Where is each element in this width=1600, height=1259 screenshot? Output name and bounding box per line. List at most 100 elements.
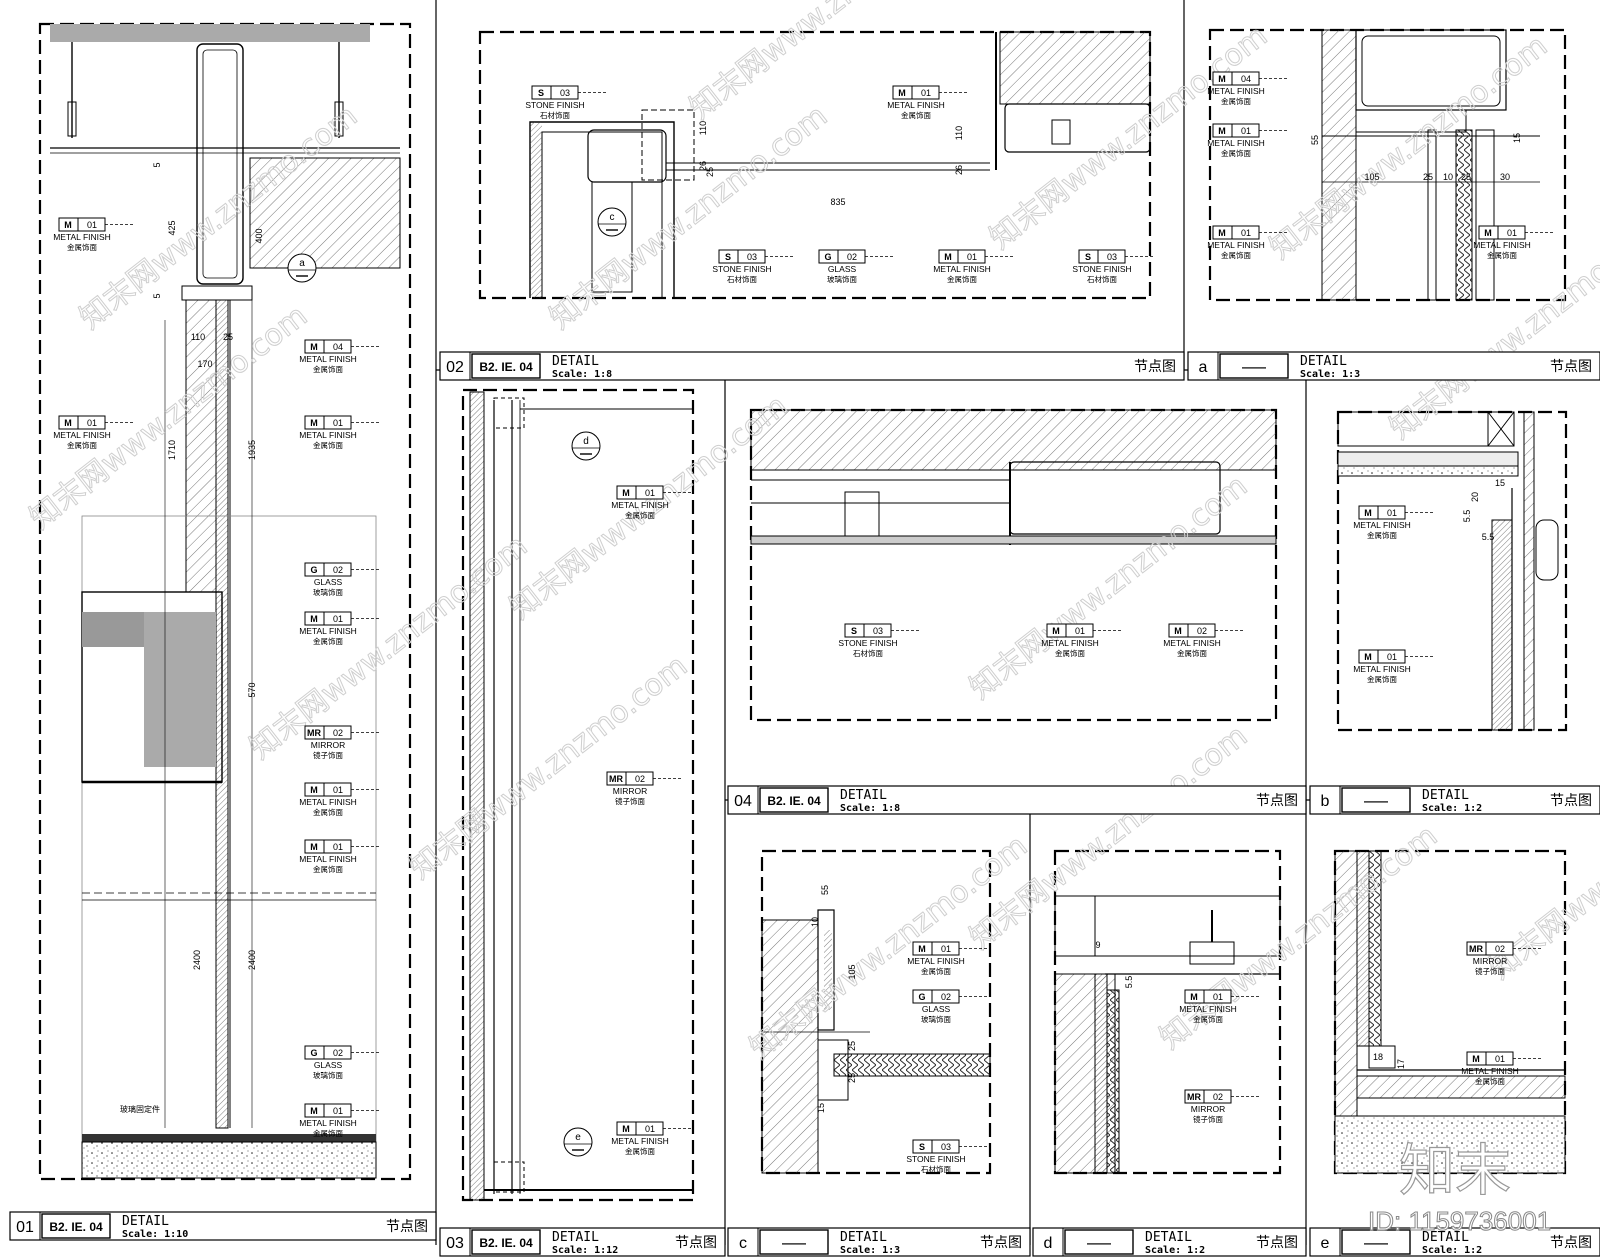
detail-01-drawing xyxy=(50,24,401,1179)
title-block-title: DETAIL xyxy=(840,1230,887,1245)
material-tag-code: S xyxy=(1085,252,1091,262)
material-tag-name-cn: 石材饰面 xyxy=(1087,274,1117,284)
title-block-number: d xyxy=(1044,1235,1053,1252)
material-tag-name: METAL FINISH xyxy=(1179,1004,1237,1014)
title-block-scale: Scale: 1:3 xyxy=(840,1245,900,1256)
material-tag-name: METAL FINISH xyxy=(611,500,669,510)
material-tag-name-cn: 玻璃饰面 xyxy=(313,1070,343,1080)
material-tag-code: M xyxy=(64,220,72,230)
material-tag-name: STONE FINISH xyxy=(906,1154,965,1164)
material-tag-number: 01 xyxy=(333,842,343,852)
material-tag-name: STONE FINISH xyxy=(525,100,584,110)
material-tag-name-cn: 镜子饰面 xyxy=(1193,1114,1223,1124)
drawing-note: 玻璃固定件 xyxy=(120,1104,160,1114)
material-tag-name-cn: 金属饰面 xyxy=(313,807,343,817)
dimension-text: 5.5 xyxy=(1482,532,1495,542)
title-block-cn: 节点图 xyxy=(1256,1235,1298,1251)
dimension-text: 110 xyxy=(954,126,964,140)
material-tag-name-cn: 金属饰面 xyxy=(1367,530,1397,540)
title-block-title: DETAIL xyxy=(122,1214,169,1229)
detail-b-drawing xyxy=(1337,411,1559,731)
material-tag-name: METAL FINISH xyxy=(1041,638,1099,648)
material-tag-number: 01 xyxy=(1241,126,1251,136)
title-block-number: 04 xyxy=(734,793,752,810)
material-tag-name: METAL FINISH xyxy=(907,956,965,966)
material-tag-code: M xyxy=(310,418,318,428)
dimension-text: 170 xyxy=(197,359,212,369)
dimension-text: 26 xyxy=(698,161,708,171)
dimension-text: 18 xyxy=(1373,1052,1383,1062)
title-block-cn: 节点图 xyxy=(675,1235,717,1251)
material-tag-code: M xyxy=(1174,626,1182,636)
material-tag-number: 01 xyxy=(333,1106,343,1116)
material-tag-code: G xyxy=(310,1048,317,1058)
material-tag-name-cn: 镜子饰面 xyxy=(615,796,645,806)
title-block-title: DETAIL xyxy=(1300,354,1347,369)
title-block-code: B2. IE. 04 xyxy=(49,1220,103,1234)
detail-03-drawing xyxy=(469,391,693,1201)
material-tag-name: METAL FINISH xyxy=(933,264,991,274)
material-tag-name-cn: 金属饰面 xyxy=(901,110,931,120)
title-block-title: DETAIL xyxy=(552,1230,599,1245)
material-tag-number: 01 xyxy=(921,88,931,98)
material-tag-name: STONE FINISH xyxy=(838,638,897,648)
material-tag-number: 04 xyxy=(333,342,343,352)
material-tag-name-cn: 金属饰面 xyxy=(67,440,97,450)
material-tag-code: MR xyxy=(609,774,623,784)
title-block-cn: 节点图 xyxy=(1550,359,1592,375)
title-block-code: B2. IE. 04 xyxy=(479,360,533,374)
material-tag-code: M xyxy=(310,842,318,852)
material-tag-name: METAL FINISH xyxy=(1353,664,1411,674)
material-tag-code: M xyxy=(1472,1054,1480,1064)
watermark-text: 知末网www.znzmo.com xyxy=(403,648,694,886)
material-tag-code: G xyxy=(824,252,831,262)
dimension-text: 55 xyxy=(1310,135,1320,145)
title-block-scale: Scale: 1:2 xyxy=(1422,803,1482,814)
material-tag-name: METAL FINISH xyxy=(299,354,357,364)
material-tag-number: 02 xyxy=(1197,626,1207,636)
material-tag-name: METAL FINISH xyxy=(1207,138,1265,148)
dimension-text: 105 xyxy=(1364,172,1379,182)
dimension-text: 25 xyxy=(705,167,715,177)
title-block-number: e xyxy=(1321,1235,1330,1252)
material-tag-name: METAL FINISH xyxy=(1461,1066,1519,1076)
material-tag-name: GLASS xyxy=(922,1004,951,1014)
title-block-number: c xyxy=(739,1235,747,1252)
material-tag-number: 04 xyxy=(1241,74,1251,84)
title-block-cn: 节点图 xyxy=(1256,793,1298,809)
title-block-number: b xyxy=(1321,793,1330,810)
material-tag-name-cn: 石材饰面 xyxy=(853,648,883,658)
material-tag-code: M xyxy=(1052,626,1060,636)
material-tag-name-cn: 镜子饰面 xyxy=(313,750,343,760)
dimension-text: 26 xyxy=(954,165,964,175)
material-tag-number: 01 xyxy=(333,614,343,624)
dimension-text: 15 xyxy=(1512,133,1522,143)
material-tag-code: M xyxy=(1484,228,1492,238)
dimension-text: 25 xyxy=(847,1073,857,1083)
dimension-text: 570 xyxy=(247,682,257,697)
material-tag-number: 01 xyxy=(941,944,951,954)
dimension-text: 110 xyxy=(191,332,205,342)
